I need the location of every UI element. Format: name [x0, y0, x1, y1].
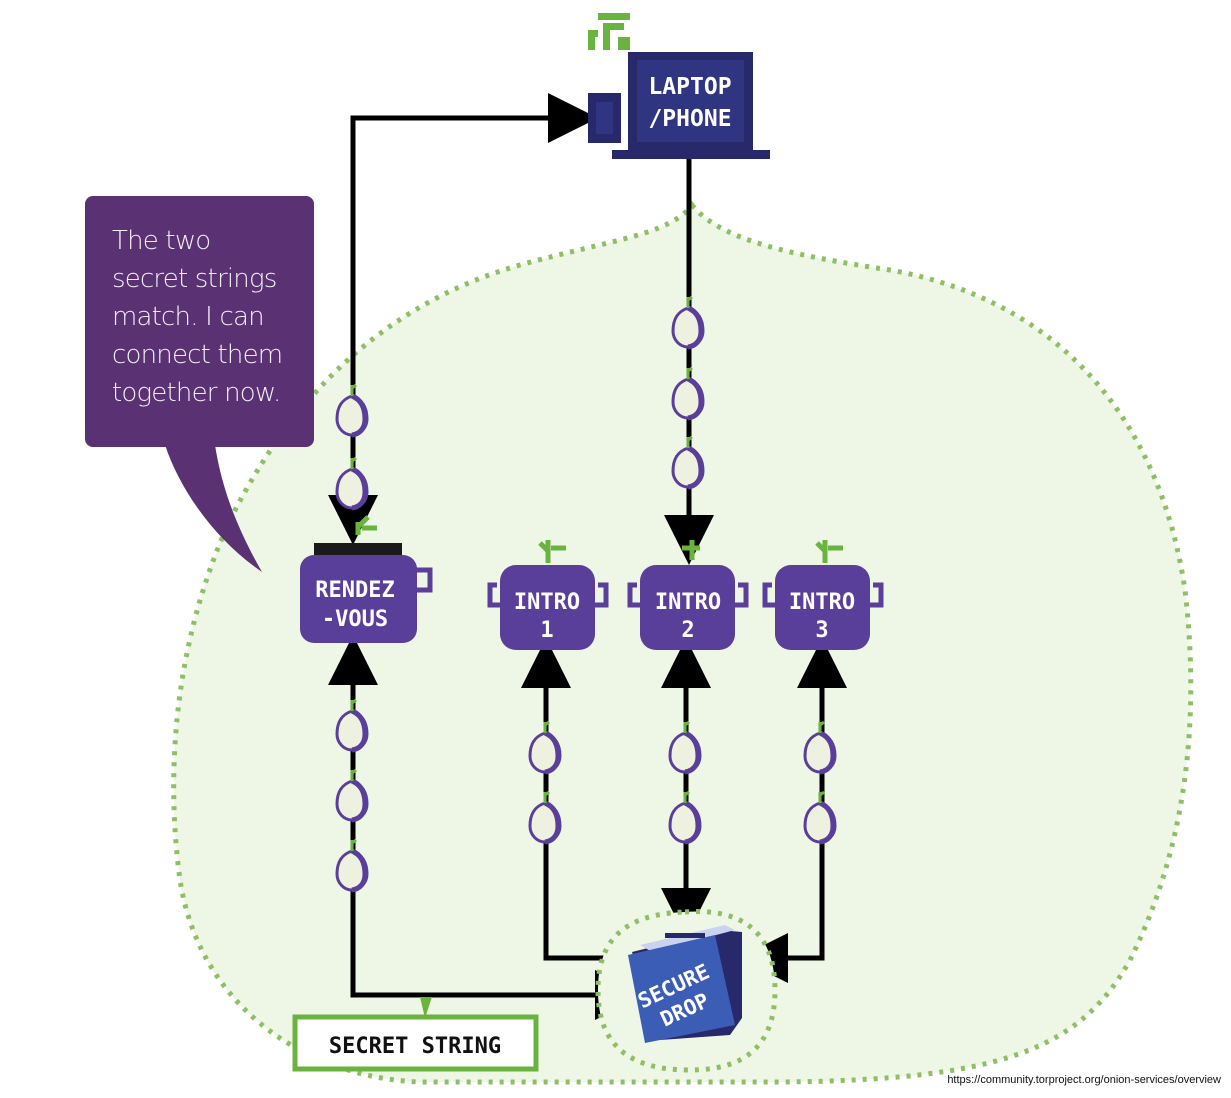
- laptop-phone-node: LAPTOP /PHONE: [588, 13, 770, 159]
- secret-string-label: SECRET STRING: [329, 1034, 501, 1059]
- speech-bubble: The two secret strings match. I can conn…: [85, 196, 314, 447]
- intro1-label-line2: 1: [540, 618, 553, 643]
- laptop-label-line1: LAPTOP: [648, 74, 731, 100]
- intro3-label-line2: 3: [815, 618, 828, 643]
- rendezvous-label-line2: -VOUS: [322, 607, 388, 632]
- secret-string-callout: SECRET STRING: [292, 997, 539, 1072]
- wifi-icon: [588, 13, 630, 50]
- rendezvous-label-line1: RENDEZ: [315, 578, 394, 603]
- speech-bubble-text: The two secret strings match. I can conn…: [112, 226, 283, 408]
- intro2-node: INTRO 2: [627, 540, 749, 650]
- speech-bubble-tail: [165, 445, 262, 572]
- securedrop-node: SECURE DROP: [595, 909, 778, 1073]
- intro1-label-line1: INTRO: [514, 590, 580, 615]
- source-url: https://community.torproject.org/onion-s…: [947, 1074, 1221, 1086]
- rendezvous-node: RENDEZ -VOUS: [300, 515, 433, 643]
- intro2-label-line1: INTRO: [655, 590, 721, 615]
- intro2-label-line2: 2: [681, 618, 694, 643]
- laptop-label-line2: /PHONE: [648, 106, 731, 132]
- intro3-label-line1: INTRO: [789, 590, 855, 615]
- intro3-node: INTRO 3: [762, 540, 884, 650]
- intro1-node: INTRO 1: [487, 540, 609, 650]
